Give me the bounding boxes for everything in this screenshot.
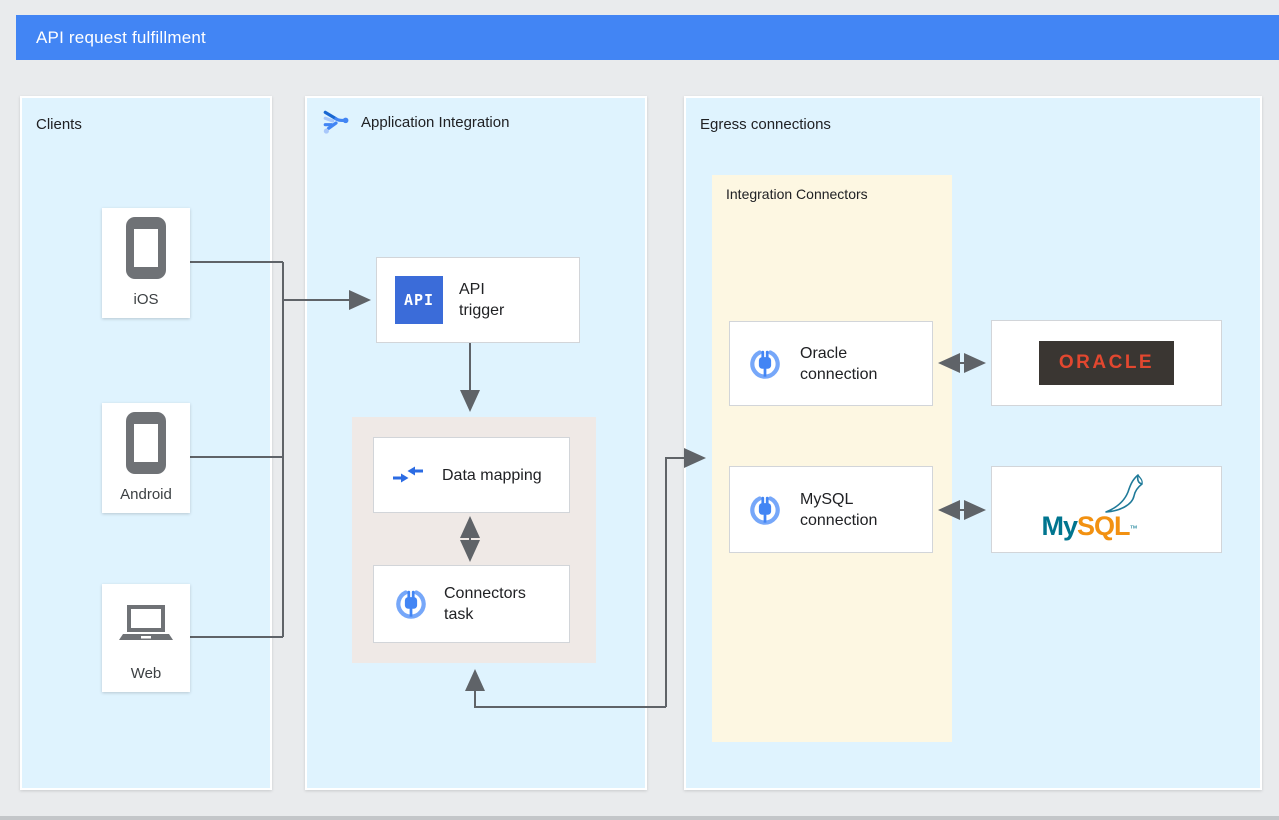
oracle-logo-text: ORACLE — [1058, 352, 1155, 373]
api-chip-text: API — [403, 291, 435, 309]
web-label: Web — [130, 665, 162, 682]
android-client-card: Android — [102, 403, 190, 513]
connectors-task-label: Connectors task — [444, 585, 526, 623]
mysql-connection-node: MySQL connection — [729, 466, 933, 553]
clients-panel-label: Clients — [36, 116, 82, 133]
smartphone-icon — [102, 208, 190, 287]
mysql-logo: MySQL™ — [1041, 473, 1172, 542]
oracle-database-card: ORACLE — [991, 320, 1222, 406]
mysql-connection-label: MySQL connection — [800, 490, 878, 529]
connectors-task-node: Connectors task — [373, 565, 570, 643]
oracle-connection-label: Oracle connection — [800, 344, 878, 383]
api-trigger-label: API trigger — [459, 281, 505, 319]
application-integration-header: Application Integration — [321, 107, 509, 137]
web-client-card: Web — [102, 584, 190, 692]
laptop-icon — [102, 584, 190, 661]
diagram-title: API request fulfillment — [36, 27, 206, 47]
api-trigger-icon: API — [395, 276, 443, 324]
ios-client-card: iOS — [102, 208, 190, 318]
android-label: Android — [120, 486, 172, 503]
api-trigger-node: API API trigger — [376, 257, 580, 343]
oracle-connection-node: Oracle connection — [729, 321, 933, 406]
mysql-logo-my: My — [1041, 510, 1079, 541]
smartphone-icon — [102, 403, 190, 482]
oracle-logo: ORACLE — [1039, 341, 1174, 385]
mysql-logo-tm: ™ — [1129, 523, 1138, 533]
application-integration-icon — [321, 107, 351, 137]
egress-panel-label: Egress connections — [700, 116, 831, 133]
connectors-plug-icon — [392, 585, 430, 623]
application-integration-panel-label: Application Integration — [361, 113, 510, 131]
connectors-plug-icon — [746, 491, 784, 529]
page-bottom-edge — [0, 816, 1279, 820]
integration-connectors-label: Integration Connectors — [726, 186, 868, 202]
data-mapping-icon — [392, 462, 424, 488]
mysql-database-card: MySQL™ — [991, 466, 1222, 553]
connectors-plug-icon — [746, 345, 784, 383]
mysql-dolphin-icon — [1104, 473, 1143, 513]
ios-label: iOS — [133, 291, 159, 308]
data-mapping-label: Data mapping — [442, 466, 542, 484]
data-mapping-node: Data mapping — [373, 437, 570, 513]
integration-connectors-panel: Integration Connectors — [712, 175, 952, 742]
diagram-title-bar: API request fulfillment — [16, 15, 1279, 60]
mysql-logo-sql: SQL — [1077, 510, 1131, 541]
